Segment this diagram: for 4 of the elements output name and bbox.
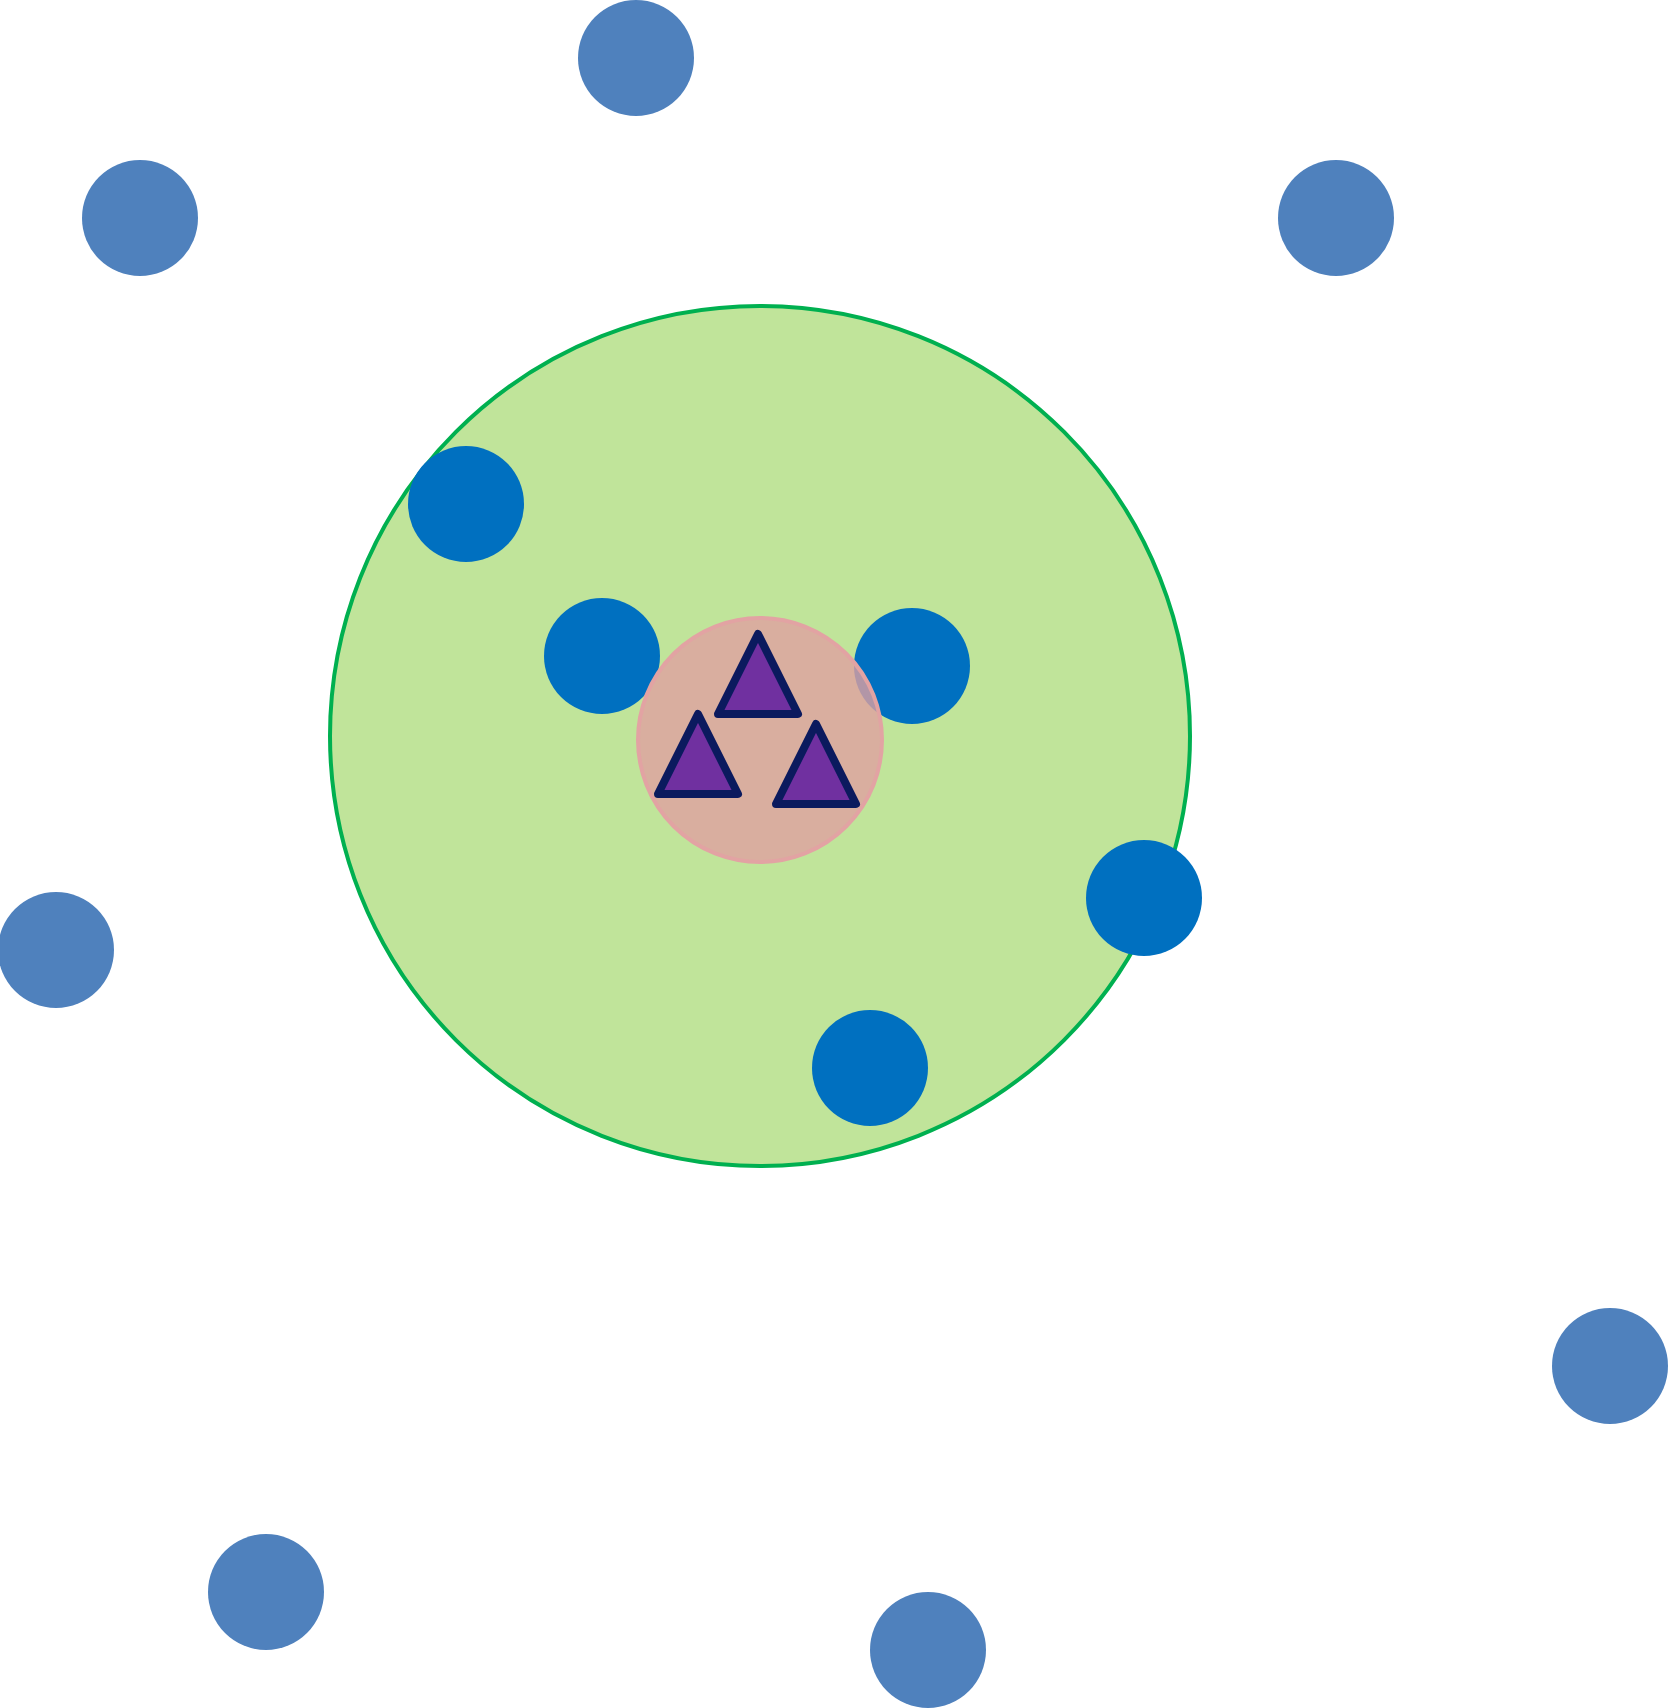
triangle-marker bbox=[770, 718, 862, 810]
dot-marker bbox=[407, 445, 523, 561]
triangle-marker bbox=[712, 628, 804, 720]
triangle-marker bbox=[652, 708, 744, 800]
